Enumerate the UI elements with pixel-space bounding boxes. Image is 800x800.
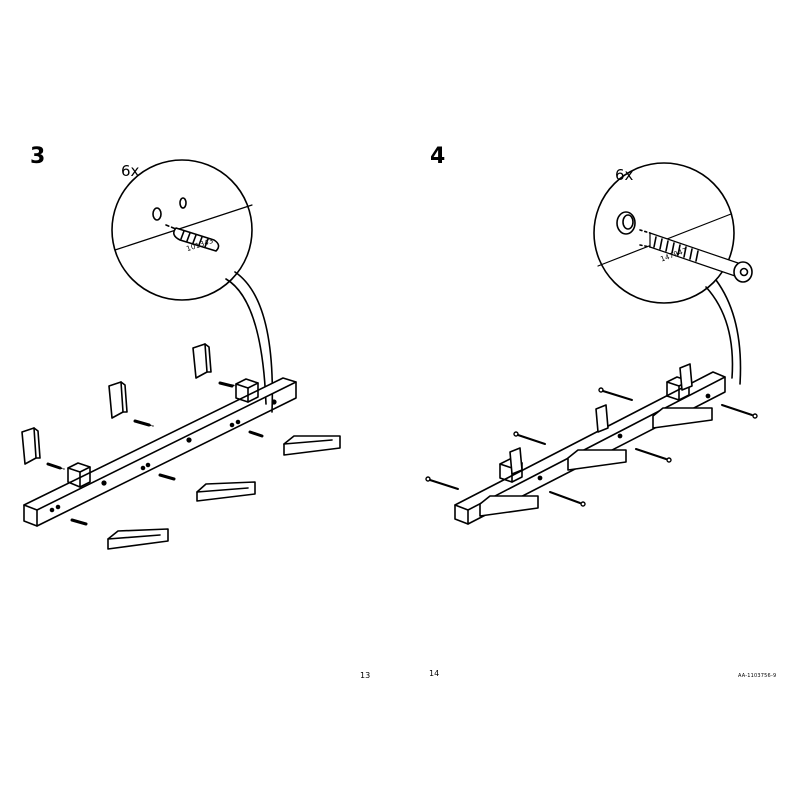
screw-set <box>425 387 758 507</box>
dowel-set <box>46 381 264 526</box>
detail-magnifier <box>593 162 742 385</box>
quantity-label: 6x <box>615 166 634 184</box>
block-left <box>67 462 91 488</box>
article-code: AA-1103756-9 <box>738 673 777 679</box>
screw-icon <box>639 229 753 283</box>
page-number: 14 <box>429 669 440 678</box>
slat <box>196 481 256 502</box>
bracket <box>509 447 523 475</box>
block-right <box>235 378 259 403</box>
page-number: 13 <box>360 671 371 680</box>
slat <box>567 449 627 471</box>
step-number: 3 <box>30 144 46 169</box>
step-number: 4 <box>430 144 446 169</box>
bracket <box>679 363 693 391</box>
bracket <box>21 427 41 465</box>
bracket <box>192 343 212 379</box>
rail <box>23 377 297 527</box>
detail-magnifier <box>111 159 274 413</box>
slat <box>283 435 341 456</box>
bracket <box>108 381 128 419</box>
bracket <box>595 404 609 433</box>
quantity-label: 6x <box>121 162 140 180</box>
slat <box>652 407 713 429</box>
slat <box>479 495 539 517</box>
dowel-icon <box>165 224 220 252</box>
slat <box>107 528 169 550</box>
